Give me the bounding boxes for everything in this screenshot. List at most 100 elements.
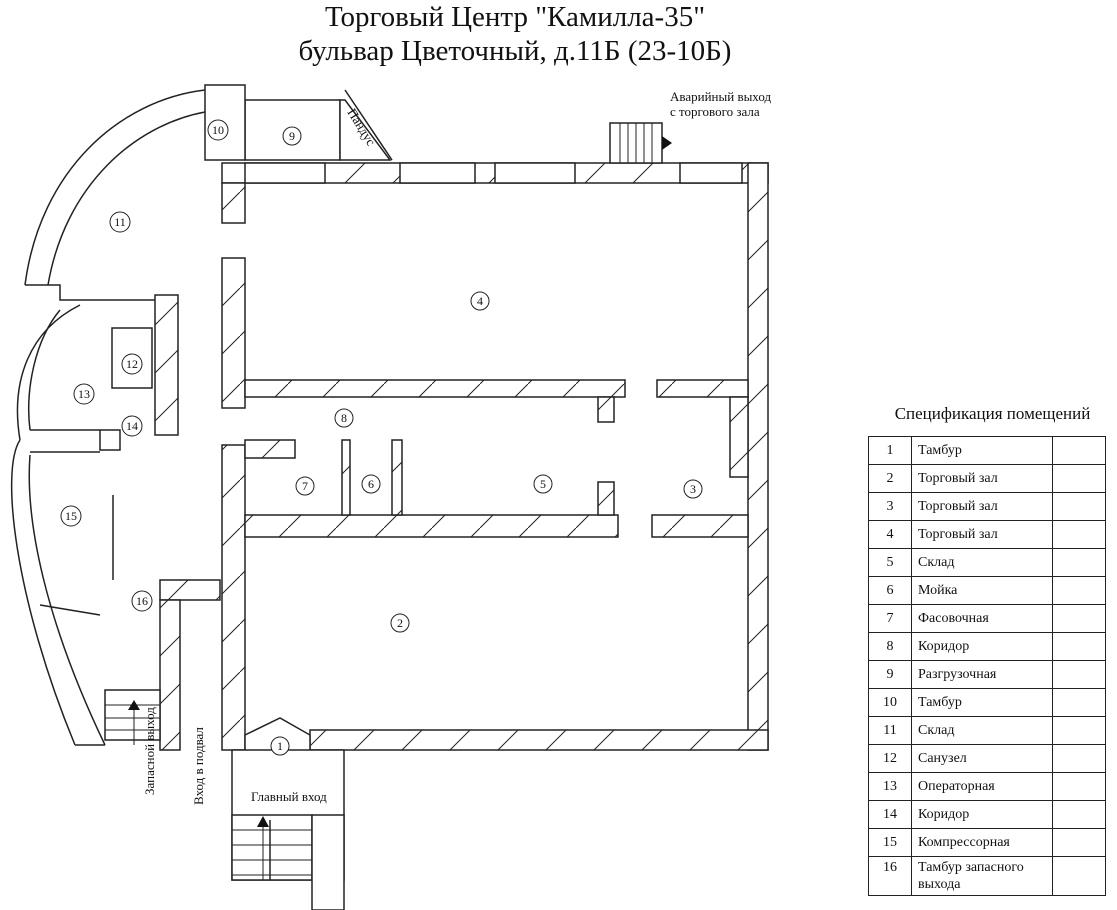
room-name: Компрессорная (911, 828, 1053, 857)
empty-cell (1052, 716, 1106, 745)
arrow-icon (257, 816, 269, 827)
room-marker-13: 13 (73, 383, 95, 405)
empty-cell (1052, 828, 1106, 857)
room-name: Операторная (911, 772, 1053, 801)
room-number: 1 (868, 436, 912, 465)
spare-exit-label: Запасной выход (142, 707, 157, 795)
empty-cell (1052, 464, 1106, 493)
room-marker-3: 3 (683, 479, 703, 499)
main-entrance-label: Главный вход (251, 789, 327, 804)
svg-text:12: 12 (126, 357, 138, 371)
empty-cell (1052, 604, 1106, 633)
room-name: Мойка (911, 576, 1053, 605)
svg-text:11: 11 (114, 215, 126, 229)
svg-text:7: 7 (302, 479, 308, 493)
walls (99, 84, 769, 910)
empty-cell (1052, 548, 1106, 577)
room-name: Фасовочная (911, 604, 1053, 633)
room-marker-5: 5 (533, 474, 553, 494)
empty-cell (1052, 520, 1106, 549)
room-name: Склад (911, 548, 1053, 577)
svg-text:4: 4 (477, 294, 483, 308)
svg-text:1: 1 (277, 739, 283, 753)
room-number: 15 (868, 828, 912, 857)
room-number: 12 (868, 744, 912, 773)
svg-text:15: 15 (65, 509, 77, 523)
room-marker-1: 1 (270, 736, 290, 756)
empty-cell (1052, 744, 1106, 773)
room-marker-11: 11 (109, 211, 131, 233)
room-number: 2 (868, 464, 912, 493)
curved-walls (10, 89, 393, 880)
stairs (105, 123, 653, 880)
room-marker-9: 9 (282, 126, 302, 146)
room-number: 4 (868, 520, 912, 549)
room-number: 9 (868, 660, 912, 689)
room-name: Санузел (911, 744, 1053, 773)
room-marker-4: 4 (470, 291, 490, 311)
room-number: 6 (868, 576, 912, 605)
empty-cell (1052, 660, 1106, 689)
room-number: 7 (868, 604, 912, 633)
room-number: 14 (868, 800, 912, 829)
room-marker-16: 16 (131, 590, 153, 612)
empty-cell (1052, 688, 1106, 717)
svg-text:2: 2 (397, 616, 403, 630)
plan-title: Торговый Центр "Камилла-35" (324, 1, 706, 33)
svg-text:14: 14 (126, 419, 138, 433)
room-marker-8: 8 (334, 408, 354, 428)
room-number: 11 (868, 716, 912, 745)
room-marker-2: 2 (390, 613, 410, 633)
room-number: 3 (868, 492, 912, 521)
arrow-icon (662, 136, 672, 150)
empty-cell (1052, 772, 1106, 801)
svg-text:5: 5 (540, 477, 546, 491)
empty-cell (1052, 856, 1106, 896)
room-number: 5 (868, 548, 912, 577)
empty-cell (1052, 800, 1106, 829)
room-markers: 1 2 3 4 5 6 7 8 9 10 11 12 13 14 15 16 (60, 119, 703, 756)
room-number: 13 (868, 772, 912, 801)
plan-address: бульвар Цветочный, д.11Б (23-10Б) (298, 35, 732, 67)
arrow-icon (128, 700, 140, 710)
emergency-exit-label-2: с торгового зала (670, 104, 760, 119)
room-number: 8 (868, 632, 912, 661)
svg-text:13: 13 (78, 387, 90, 401)
room-name: Коридор (911, 632, 1053, 661)
svg-text:6: 6 (368, 477, 374, 491)
room-marker-15: 15 (60, 505, 82, 527)
room-marker-7: 7 (295, 476, 315, 496)
room-name: Торговый зал (911, 492, 1053, 521)
svg-text:9: 9 (289, 129, 295, 143)
svg-text:3: 3 (690, 482, 696, 496)
room-name: Тамбур (911, 436, 1053, 465)
basement-entrance-label: Вход в подвал (191, 727, 206, 805)
empty-cell (1052, 632, 1106, 661)
room-number: 16 (868, 856, 912, 896)
room-name: Торговый зал (911, 520, 1053, 549)
room-marker-12: 12 (121, 353, 143, 375)
room-name: Тамбур запасного выхода (911, 856, 1053, 896)
empty-cell (1052, 492, 1106, 521)
direction-arrows (128, 136, 672, 827)
room-name: Тамбур (911, 688, 1053, 717)
room-name: Разгрузочная (911, 660, 1053, 689)
spec-title: Спецификация помещений (894, 404, 1091, 423)
room-number: 10 (868, 688, 912, 717)
room-name: Коридор (911, 800, 1053, 829)
svg-text:10: 10 (212, 123, 224, 137)
room-marker-14: 14 (121, 415, 143, 437)
